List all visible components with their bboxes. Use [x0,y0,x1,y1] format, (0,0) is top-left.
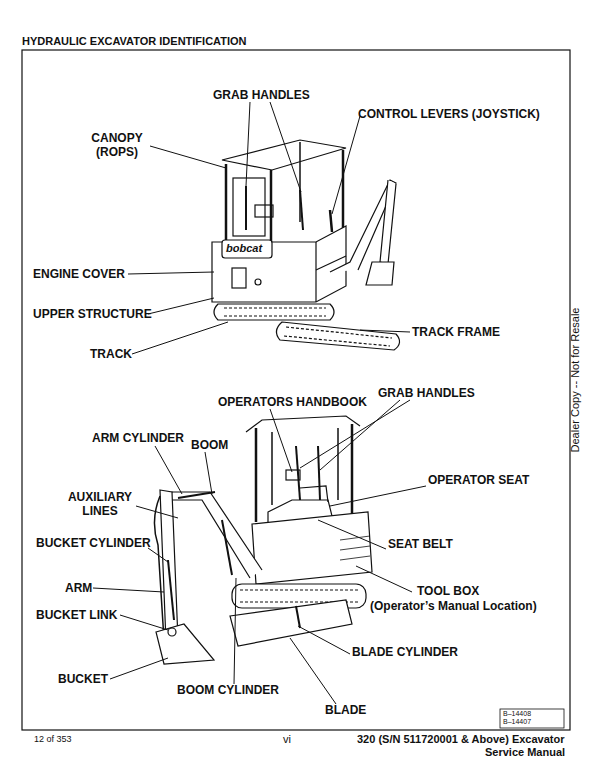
part-label: TRACK [90,347,132,361]
part-label: AUXILIARY LINES [63,490,137,519]
part-label: CANOPY (ROPS) [84,131,150,160]
manual-title: Service Manual [485,746,565,759]
part-label: OPERATOR SEAT [428,473,529,487]
figure-number-box [500,709,564,728]
part-label: ARM CYLINDER [92,431,184,445]
page-title: HYDRAULIC EXCAVATOR IDENTIFICATION [22,35,246,48]
part-label: UPPER STRUCTURE [33,307,152,321]
part-label: CONTROL LEVERS (JOYSTICK) [358,107,540,121]
part-label: TOOL BOX [417,584,479,598]
part-label: ENGINE COVER [33,267,125,281]
part-label: BUCKET CYLINDER [36,536,151,550]
part-label: GRAB HANDLES [378,386,475,400]
part-label: OPERATORS HANDBOOK [218,395,367,409]
part-label: BUCKET LINK [36,608,117,622]
page-count: 12 of 353 [34,734,72,745]
part-label: BOOM CYLINDER [177,683,279,697]
page-number: vi [283,733,291,746]
figure-number: B–14408 [503,710,531,718]
rear-view-excavator [212,140,400,350]
part-label: ARM [65,581,92,595]
manual-title: 320 (S/N 511720001 & Above) Excavator [357,733,565,746]
part-label: BUCKET [58,672,108,686]
brand-logo: bobcat [226,242,262,255]
leader-lines [93,102,426,704]
part-label: GRAB HANDLES [213,88,310,102]
part-label: SEAT BELT [388,537,453,551]
part-label: BLADE CYLINDER [352,645,458,659]
part-label: BLADE [325,703,366,717]
part-label: TRACK FRAME [412,325,500,339]
part-label: BOOM [191,438,228,452]
watermark: Dealer Copy -- Not for Resale [569,308,582,453]
part-label: (Operator’s Manual Location) [370,599,537,613]
figure-number: B–14407 [503,718,531,726]
page-frame [22,50,570,730]
